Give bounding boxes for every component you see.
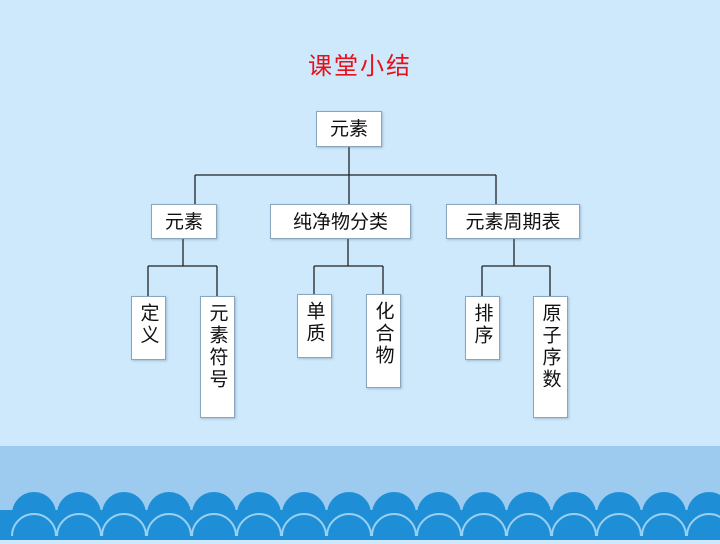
leaf-label: 原子序数 xyxy=(539,303,562,391)
leaf-label: 单质 xyxy=(303,301,326,345)
leaf-node-element-symbol: 元素符号 xyxy=(200,296,235,418)
leaf-node-simple-substance: 单质 xyxy=(297,294,332,358)
branch-label: 元素 xyxy=(164,210,203,233)
branch-node-pure-substance: 纯净物分类 xyxy=(270,204,411,239)
leaf-label: 化合物 xyxy=(372,301,395,367)
branch-node-periodic-table: 元素周期表 xyxy=(446,204,580,239)
leaf-node-ordering: 排序 xyxy=(465,296,500,360)
slide-title: 课堂小结 xyxy=(308,52,412,80)
root-node: 元素 xyxy=(316,111,382,147)
wave-decoration xyxy=(0,492,720,540)
root-label: 元素 xyxy=(329,118,368,140)
branch-node-element: 元素 xyxy=(151,204,217,239)
leaf-label: 排序 xyxy=(471,303,494,347)
leaf-node-compound: 化合物 xyxy=(366,294,401,388)
leaf-node-definition: 定义 xyxy=(131,296,166,360)
leaf-node-atomic-number: 原子序数 xyxy=(533,296,568,418)
branch-label: 元素周期表 xyxy=(465,210,561,233)
leaf-label: 元素符号 xyxy=(206,303,229,391)
footer-band xyxy=(0,446,720,540)
branch-label: 纯净物分类 xyxy=(292,210,388,233)
leaf-label: 定义 xyxy=(137,303,160,347)
